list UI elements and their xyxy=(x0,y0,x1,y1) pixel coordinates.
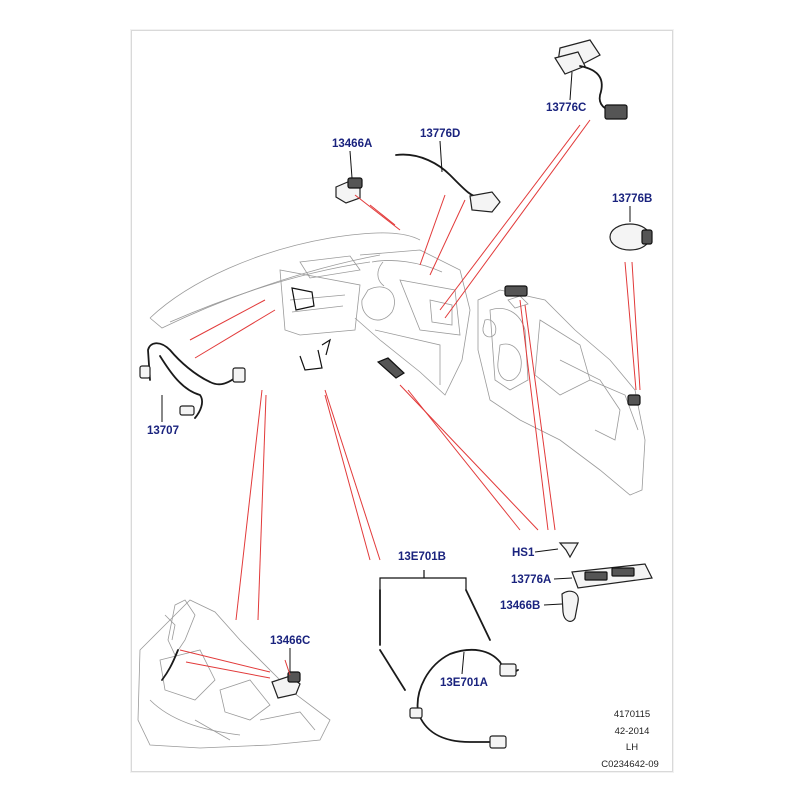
label-13466B: 13466B xyxy=(500,600,540,612)
label-HS1: HS1 xyxy=(512,547,535,559)
harness-13E701A xyxy=(409,648,519,749)
bracket-glovebox xyxy=(291,287,331,371)
leader-lines xyxy=(179,119,641,679)
drawing-info-block: 4170115 42-2014 LH C0234642-09 xyxy=(601,709,659,770)
label-13776C: 13776C xyxy=(546,102,586,114)
harness-13776D xyxy=(395,153,501,213)
tick-13776D xyxy=(439,140,443,173)
overhead-unit-13776C xyxy=(554,39,628,120)
drawing-code: C0234642-09 xyxy=(601,759,659,770)
courtesy-lamp-13776B xyxy=(609,223,653,251)
footwell-outline xyxy=(137,599,331,749)
clip-HS1 xyxy=(558,542,580,559)
label-13776D: 13776D xyxy=(420,128,460,140)
label-13466A: 13466A xyxy=(332,138,372,150)
lamp-13466A xyxy=(335,177,363,204)
rear-trim-outline xyxy=(477,289,646,496)
label-13466C: 13466C xyxy=(270,635,310,647)
tick-13466B xyxy=(543,603,563,606)
dashboard-outline xyxy=(149,232,471,396)
cable-13E701B xyxy=(379,570,491,691)
tick-13466A xyxy=(349,150,353,179)
label-13776A: 13776A xyxy=(511,574,551,586)
tick-13776C xyxy=(569,71,573,101)
lamp-13466C xyxy=(161,649,301,699)
drawing-side: LH xyxy=(626,742,638,753)
harness-13707 xyxy=(139,342,246,419)
label-13707: 13707 xyxy=(147,425,179,437)
label-13E701A: 13E701A xyxy=(440,677,488,689)
lamp-13466B xyxy=(561,590,579,622)
reading-lamp-13776A xyxy=(571,563,653,589)
label-13E701B: 13E701B xyxy=(398,551,446,563)
rear-lamp xyxy=(504,285,641,406)
vent-piece xyxy=(376,357,405,379)
drawing-number: 4170115 xyxy=(614,709,650,720)
tick-HS1 xyxy=(534,548,559,553)
tick-13776A xyxy=(553,577,573,580)
tick-13E701A xyxy=(461,651,465,675)
label-13776B: 13776B xyxy=(612,193,652,205)
drawing-date: 42-2014 xyxy=(615,726,650,737)
